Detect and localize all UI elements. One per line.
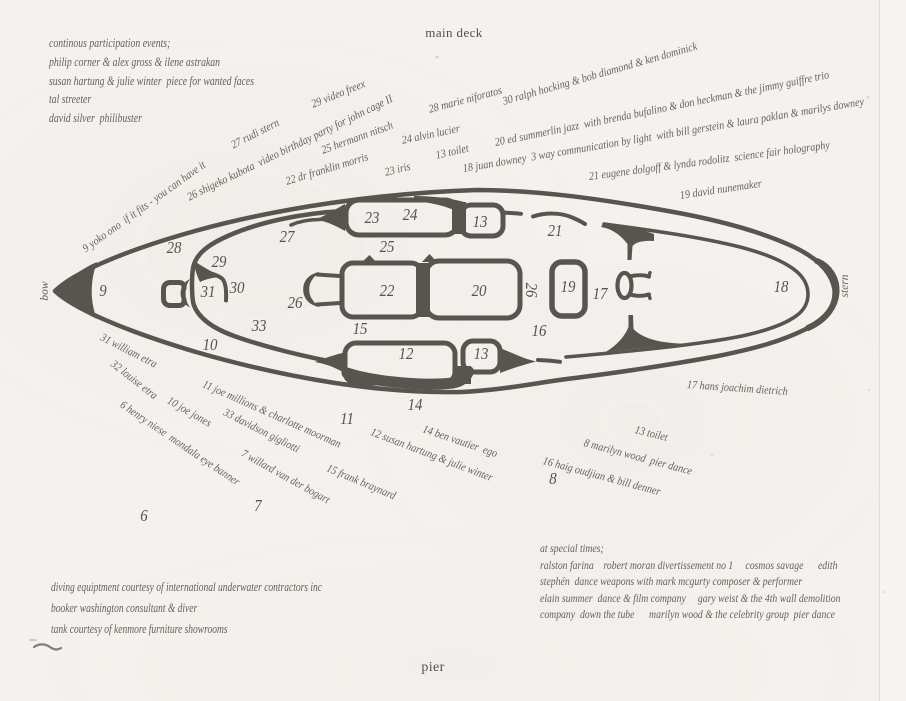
room-number: 16: [531, 321, 547, 340]
room-number: 15: [352, 319, 368, 338]
room31-junction: [193, 260, 221, 282]
room-number: 14: [407, 395, 423, 414]
room-number: 33: [251, 316, 267, 335]
room-number: 29: [211, 252, 227, 271]
room-number: 12: [398, 344, 414, 363]
room-number: 21: [547, 221, 563, 240]
room-number: 20: [471, 281, 487, 300]
room-19: [549, 259, 588, 319]
special-times-block: at special times; ralston farina robert m…: [540, 540, 906, 623]
capstan-bow: [161, 279, 190, 308]
text-line: ralston farina robert moran divertisseme…: [540, 557, 838, 572]
room-number: 23: [364, 208, 380, 227]
wall-segment-16: [536, 358, 562, 364]
room-number: 19: [560, 277, 576, 296]
room-number: 30: [229, 278, 245, 297]
stern-label: stern: [839, 274, 851, 298]
text-line: diving equiptment courtesy of internatio…: [51, 580, 322, 594]
room-number: 22: [379, 281, 395, 300]
text-line: philip corner & alex gross & ilene astra…: [49, 54, 221, 69]
deckhouse-outline: [189, 208, 348, 367]
text-line: david silver philibuster: [49, 111, 142, 126]
stern-inner-line: [564, 222, 810, 359]
wall-junction-blobs: [315, 196, 685, 384]
bow-wedge: [56, 262, 97, 319]
room-number: 17: [592, 284, 608, 303]
room-number: 11: [340, 409, 354, 428]
stern-cap-thick: [805, 258, 840, 331]
wall-segment-13a: [502, 210, 523, 216]
room-number: 31: [200, 282, 216, 301]
capstan-stern: [615, 270, 652, 301]
deckhouse-dash: [289, 217, 322, 227]
pier-title: pier: [421, 660, 445, 675]
room-number: 7: [254, 496, 262, 515]
text-line: susan hartung & julie winter piece for w…: [49, 73, 255, 88]
room-number: 24: [402, 205, 418, 224]
scan-artifacts: [29, 55, 886, 651]
continuous-events-block: continous participation events; philip co…: [49, 34, 312, 128]
room-number: 8: [549, 469, 557, 488]
page-title: main deck: [425, 25, 483, 40]
room-number: 13: [472, 212, 488, 231]
bow-label: bow: [39, 281, 51, 301]
text-line: continous participation events;: [49, 36, 171, 50]
wall-segment-21: [531, 211, 587, 226]
text-line: tank courtesy of kenmore furniture showr…: [51, 622, 228, 636]
room12-hull-band: [341, 366, 474, 390]
room-number: 9: [99, 281, 107, 300]
room-number: 28: [166, 238, 182, 257]
room-number: 18: [773, 277, 789, 296]
room-number: 10: [202, 335, 218, 354]
text-line: at special times;: [540, 541, 604, 555]
text-line: company down the tube marilyn wood & the…: [540, 607, 835, 622]
text-line: stephén dance weapons with mark mcgurty …: [540, 574, 803, 589]
room-number: 25: [379, 237, 395, 256]
hull-outline: [52, 187, 837, 395]
room-number: 13: [473, 344, 489, 363]
room-number: 27: [279, 227, 295, 246]
room-number: 26: [522, 282, 541, 298]
capstan-mid: [303, 272, 342, 307]
room-number: 6: [140, 506, 148, 525]
courtesy-block: diving equiptment courtesy of internatio…: [51, 577, 408, 640]
text-line: tal streeter: [49, 92, 92, 107]
room-number: 26: [287, 293, 303, 312]
text-line: elain summer dance & film company gary w…: [540, 590, 841, 605]
scan-edge-strip: [879, 0, 906, 701]
text-line: booker washington consultant & diver: [51, 601, 198, 615]
